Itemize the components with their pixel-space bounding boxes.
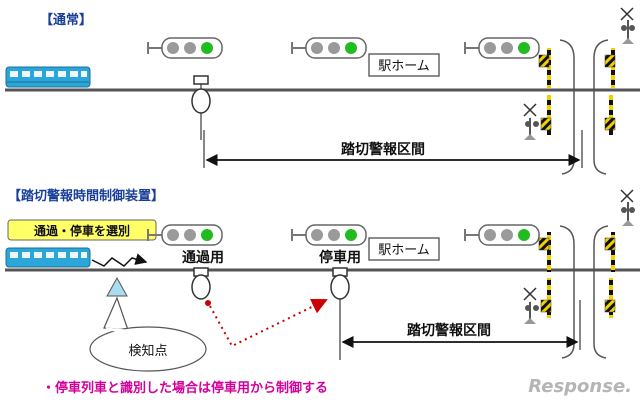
dotted-arrow-start xyxy=(205,300,211,306)
platform-label: 駅ホーム xyxy=(378,243,430,258)
platform-box xyxy=(368,237,440,261)
signal-icon xyxy=(147,37,223,59)
detection-point-label: 検知点 xyxy=(128,343,167,359)
warning-section-label: 踏切警報区間 xyxy=(407,322,491,339)
warning-section-arrow xyxy=(341,300,581,350)
track-circuit-icon xyxy=(191,75,211,140)
train-icon xyxy=(5,66,91,88)
track-circuit-icon xyxy=(191,267,211,300)
level-crossing-icon xyxy=(523,7,635,175)
callout-pointer xyxy=(103,296,129,331)
warning-section-arrow xyxy=(203,130,583,168)
wireless-signal-icon xyxy=(91,253,148,267)
platform-label: 駅ホーム xyxy=(378,59,430,74)
section-title-normal: 【通常】 xyxy=(40,12,92,28)
footnote: ・停車列車と識別した場合は停車用から制御する xyxy=(42,380,328,396)
control-transfer-arrow xyxy=(209,298,328,348)
signal-icon xyxy=(291,37,367,59)
stop-circuit-label: 停車用 xyxy=(319,249,361,266)
watermark-logo: Response. xyxy=(528,376,632,397)
signal-icon xyxy=(291,224,367,246)
level-crossing-icon xyxy=(523,189,635,359)
signal-icon xyxy=(147,224,223,246)
warning-section-label: 踏切警報区間 xyxy=(341,141,425,158)
signal-icon xyxy=(464,37,540,59)
section-title-device: 【踏切警報時間制御装置】 xyxy=(8,188,164,204)
select-note-label: 通過・停車を選別 xyxy=(34,223,130,238)
detection-point-callout xyxy=(89,326,207,372)
pass-circuit-label: 通過用 xyxy=(182,250,224,266)
signal-icon xyxy=(464,224,540,246)
platform-box xyxy=(368,53,440,77)
select-note-box xyxy=(7,219,157,241)
train-icon xyxy=(5,247,91,268)
detection-point-icon xyxy=(106,276,128,297)
track-circuit-icon xyxy=(330,267,350,360)
